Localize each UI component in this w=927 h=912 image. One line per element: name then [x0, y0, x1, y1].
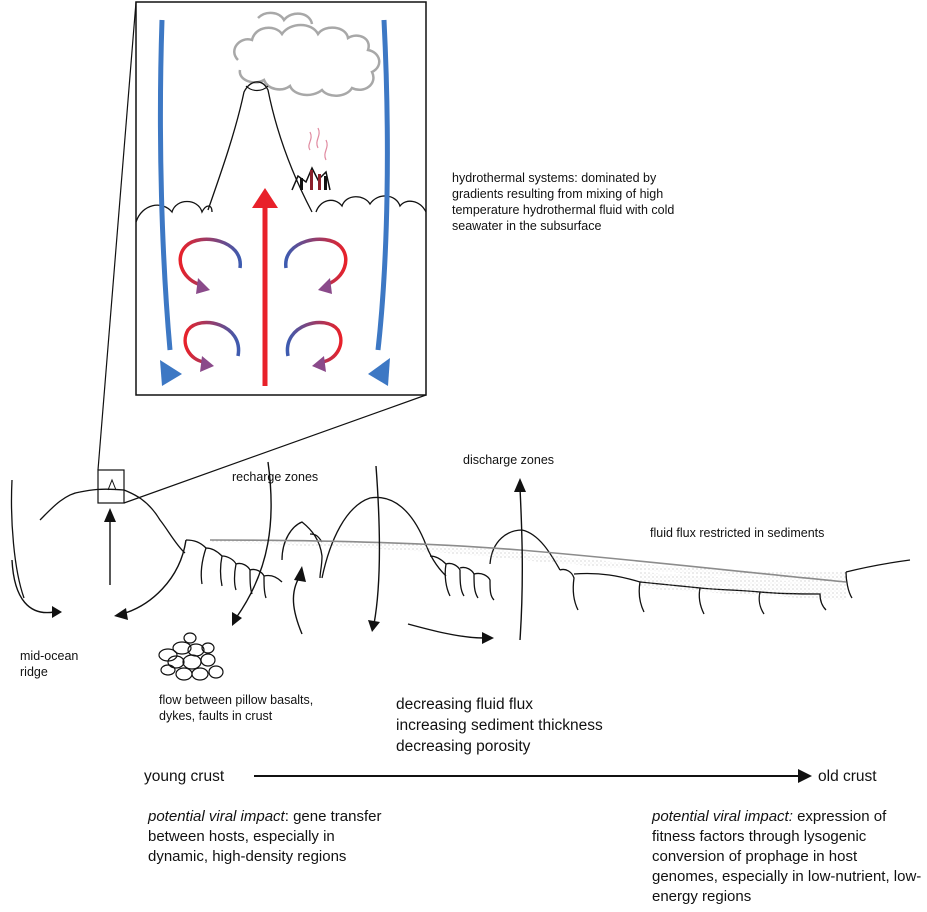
young-crust-label: young crust: [144, 766, 224, 787]
young-impact-text: potential viral impact: gene transfer be…: [148, 807, 383, 867]
trend-sediment-thickness: increasing sediment thickness: [396, 715, 656, 736]
discharge-zones-label: discharge zones: [463, 452, 554, 468]
trend-list: decreasing fluid flux increasing sedimen…: [396, 694, 656, 757]
pillow-flow-label: flow between pillow basalts, dykes, faul…: [159, 692, 329, 724]
trend-fluid-flux: decreasing fluid flux: [396, 694, 656, 715]
hydrothermal-caption: hydrothermal systems: dominated by gradi…: [452, 170, 702, 234]
old-crust-label: old crust: [818, 766, 877, 787]
trend-porosity: decreasing porosity: [396, 736, 656, 757]
recharge-zones-label: recharge zones: [232, 469, 318, 485]
age-axis: [254, 769, 812, 783]
young-impact-prefix: potential viral impact: [148, 808, 285, 825]
mid-ocean-ridge-label: mid-ocean ridge: [20, 648, 90, 680]
old-impact-text: potential viral impact: expression of fi…: [652, 807, 924, 907]
sediment-layer: [210, 540, 846, 600]
old-impact-prefix: potential viral impact:: [652, 808, 793, 825]
inset-panel: [136, 2, 426, 395]
pillow-basalts: [159, 633, 223, 680]
sediment-flux-label: fluid flux restricted in sediments: [650, 525, 824, 541]
